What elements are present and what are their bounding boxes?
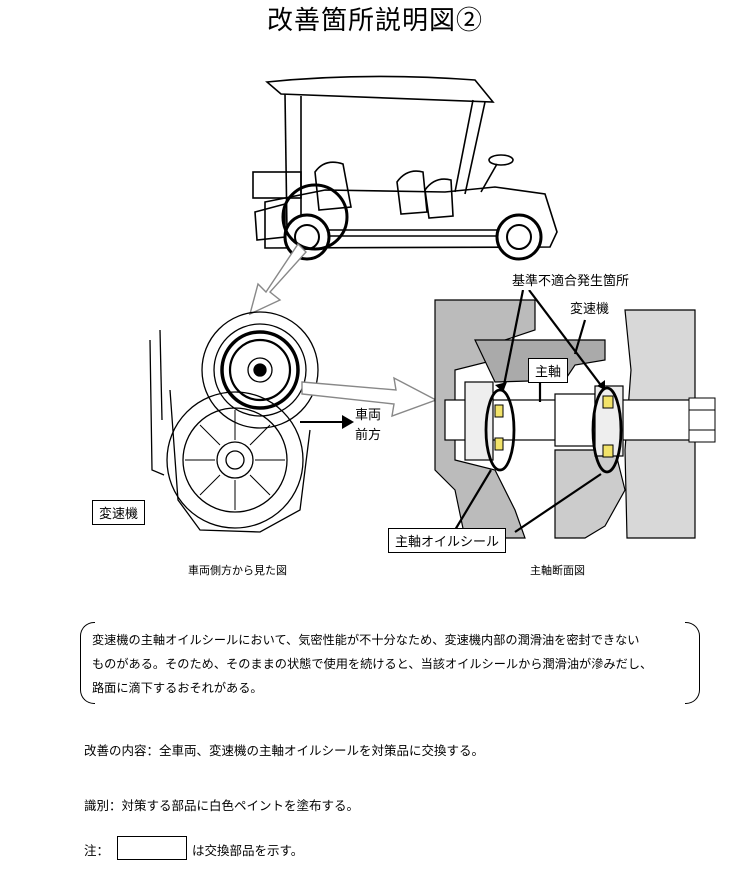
main-shaft-label: 主軸 — [528, 358, 569, 383]
identification-text: 識別：対策する部品に白色ペイントを塗布する。 — [84, 798, 360, 813]
defect-text: 変速機の主軸オイルシールにおいて、気密性能が不十分なため、変速機内部の潤滑油を密… — [92, 628, 692, 700]
side-view-caption: 車両側方から見た図 — [188, 564, 287, 577]
defect-line: 変速機の主軸オイルシールにおいて、気密性能が不十分なため、変速機内部の潤滑油を密… — [92, 633, 640, 647]
main-shaft-section — [434, 290, 716, 539]
transmission-label-left: 変速機 — [92, 500, 146, 525]
page-title: 改善箇所説明図② — [266, 6, 483, 36]
zoom-arrow-right — [301, 376, 438, 418]
main-shaft-oil-seal-label: 主軸オイルシール — [388, 528, 507, 553]
vehicle-front-label-line1: 車両 — [355, 408, 382, 423]
improvement-text: 改善の内容：全車両、変速機の主軸オイルシールを対策品に交換する。 — [84, 743, 485, 758]
defect-line: 路面に滴下するおそれがある。 — [92, 681, 263, 695]
note-prefix: 注： — [84, 843, 110, 858]
note-suffix: は交換部品を示す。 — [192, 843, 304, 858]
zoom-arrow-down — [248, 242, 307, 316]
transmission-label-top: 変速機 — [570, 302, 610, 317]
vehicle-illustration — [252, 75, 558, 261]
defect-line: ものがある。そのため、そのままの状態で使用を続けると、当該オイルシールから潤滑油… — [92, 657, 653, 671]
defect-description: 変速機の主軸オイルシールにおいて、気密性能が不十分なため、変速機内部の潤滑油を密… — [80, 622, 700, 704]
section-view-caption: 主軸断面図 — [530, 564, 585, 577]
transmission-side-view — [149, 311, 319, 533]
fault-location-label: 基準不適合発生箇所 — [512, 274, 630, 289]
front-arrow — [300, 415, 354, 429]
vehicle-front-label-line2: 前方 — [355, 428, 382, 443]
replacement-legend-box — [117, 836, 187, 860]
